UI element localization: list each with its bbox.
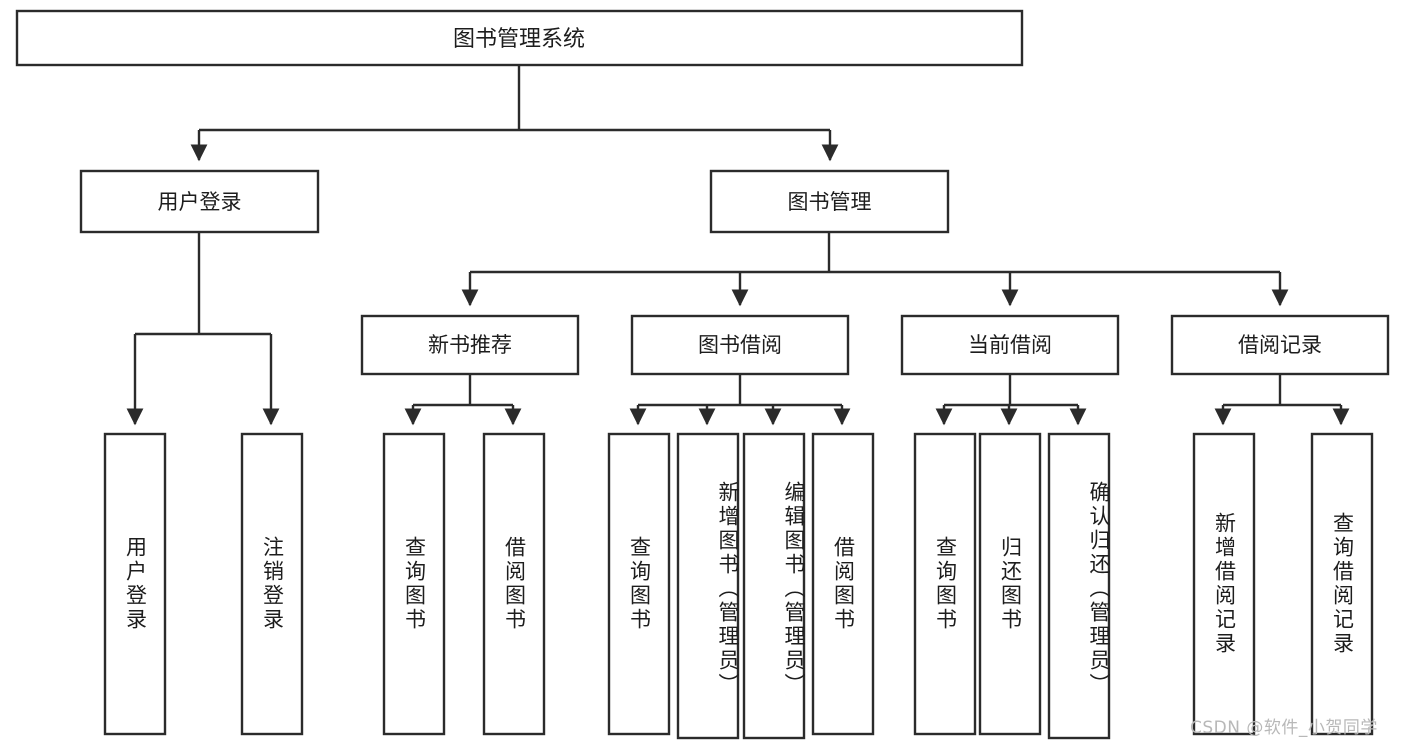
leaf-box-book-borrow-3[interactable] [811, 432, 875, 736]
leaf-box-new-book-1[interactable] [482, 432, 546, 736]
leaf-box-current-borrow-2[interactable] [1047, 432, 1111, 740]
node-new-book-label: 新书推荐 [428, 333, 512, 357]
node-borrow-record-box[interactable] [1170, 314, 1390, 376]
node-borrow-record-label: 借阅记录 [1238, 333, 1322, 357]
leaf-box-user-login-1[interactable] [240, 432, 304, 736]
node-user-login-label: 用户登录 [158, 190, 242, 214]
node-root-box[interactable] [15, 9, 1024, 67]
node-current-borrow-box[interactable] [900, 314, 1120, 376]
leaf-box-book-borrow-2[interactable] [742, 432, 806, 740]
leaf-box-current-borrow-1[interactable] [978, 432, 1042, 736]
leaf-box-book-borrow-1[interactable] [676, 432, 740, 740]
leaf-box-book-borrow-0[interactable] [607, 432, 671, 736]
leaf-box-current-borrow-0[interactable] [913, 432, 977, 736]
node-current-borrow-label: 当前借阅 [968, 333, 1052, 357]
leaf-box-borrow-record-1[interactable] [1310, 432, 1374, 736]
leaf-box-borrow-record-0[interactable] [1192, 432, 1256, 736]
csdn-watermark: CSDN @软件_小贺同学 [1190, 718, 1378, 738]
leaf-box-user-login-0[interactable] [103, 432, 167, 736]
node-new-book-box[interactable] [360, 314, 580, 376]
node-root-label: 图书管理系统 [453, 27, 585, 52]
node-book-borrow-label: 图书借阅 [698, 333, 782, 357]
node-book-manage-box[interactable] [709, 169, 950, 234]
node-book-borrow-box[interactable] [630, 314, 850, 376]
leaf-box-new-book-0[interactable] [382, 432, 446, 736]
node-book-manage-label: 图书管理 [788, 190, 872, 214]
